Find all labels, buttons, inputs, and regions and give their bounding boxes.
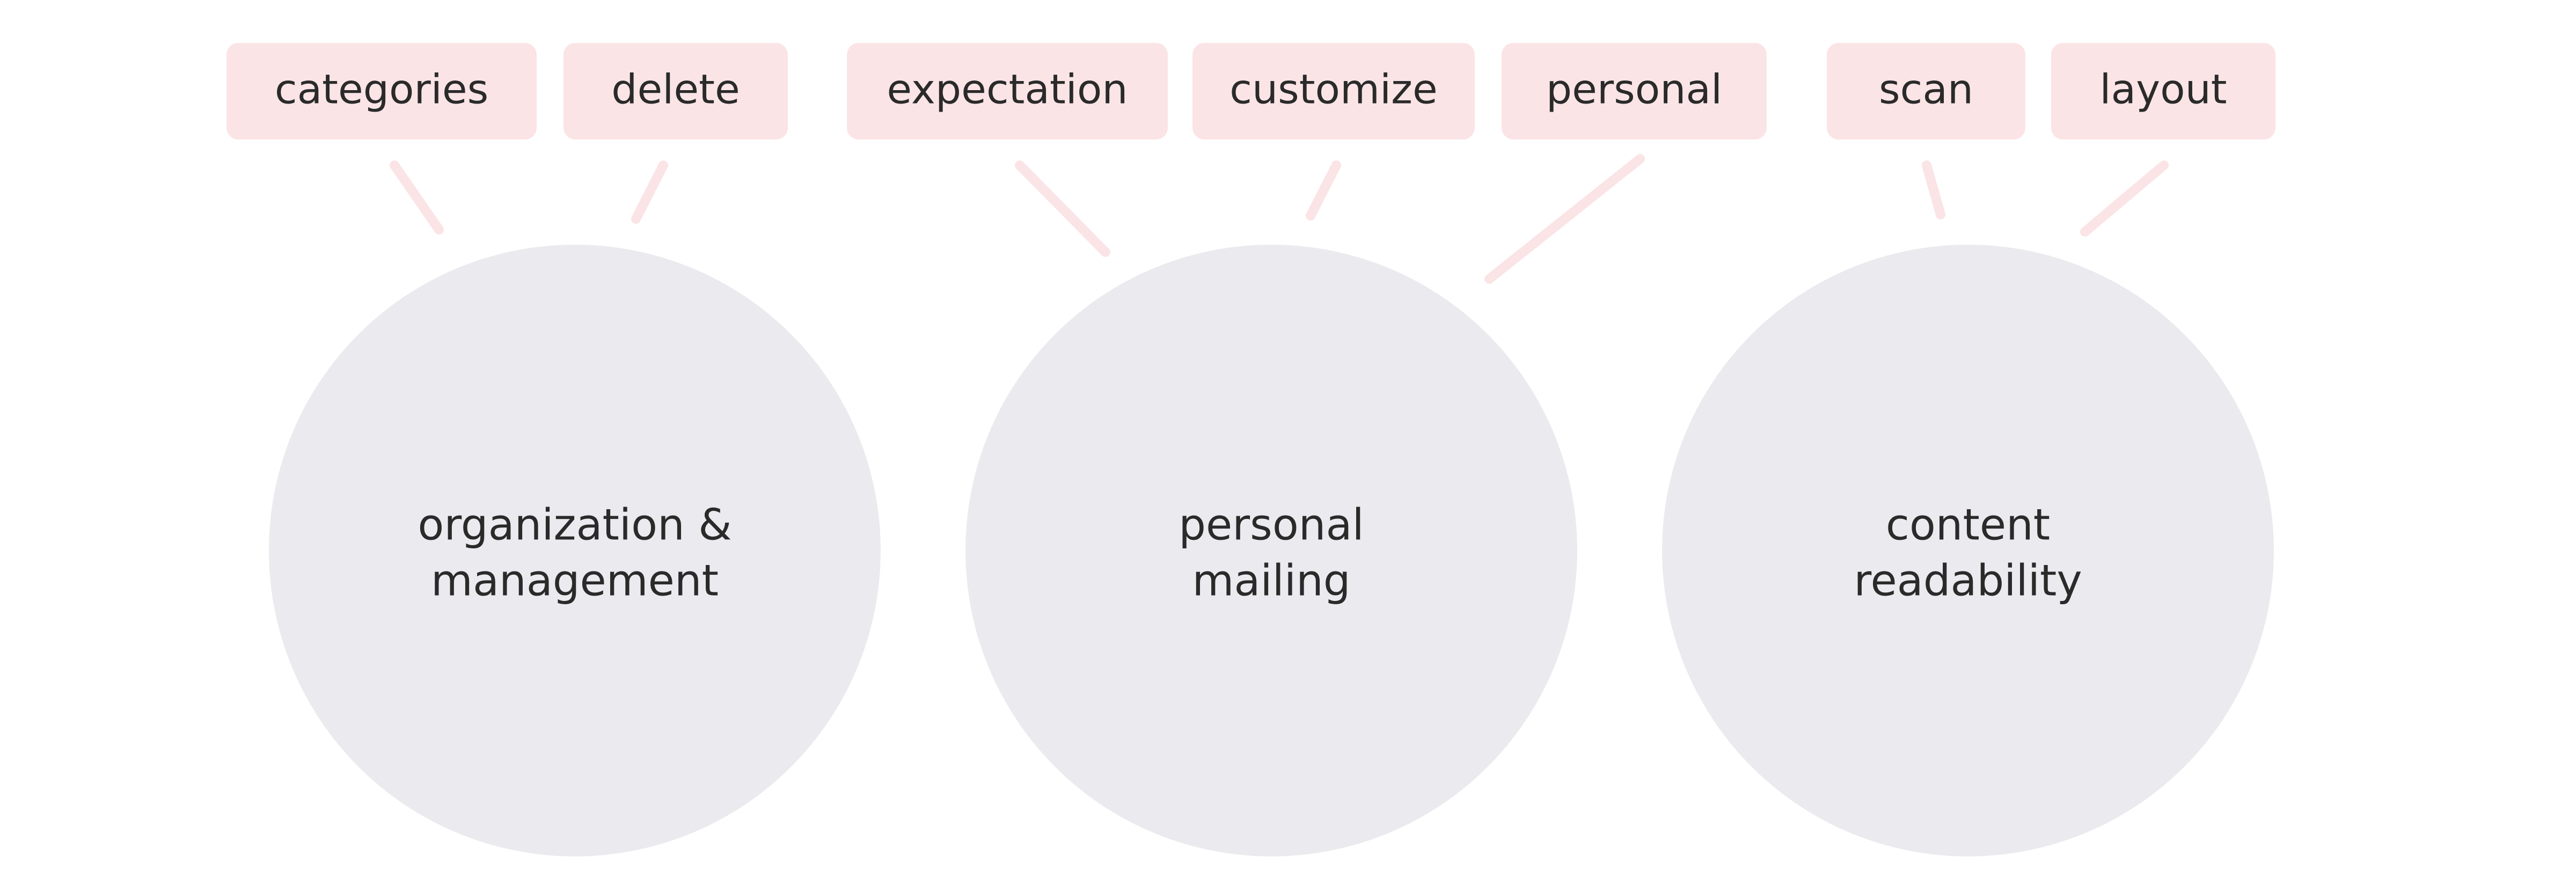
connector-scan — [1922, 160, 1945, 219]
topic-label-line-1: organization & — [418, 500, 731, 550]
tag-box — [1827, 43, 2025, 140]
topic-label-line-1: content — [1886, 500, 2050, 550]
connector-categories — [390, 160, 444, 234]
tag-delete: delete — [564, 43, 788, 140]
connector-expectation — [1015, 160, 1110, 257]
topic-label-line-2: mailing — [1192, 556, 1350, 606]
topic-label-line-2: readability — [1854, 556, 2082, 606]
tag-label: categories — [275, 65, 488, 113]
tag-box — [564, 43, 788, 140]
topic-personal-mailing: personal mailing — [965, 245, 1577, 856]
connector-delete — [631, 160, 668, 224]
tag-box — [847, 43, 1168, 140]
tag-expectation: expectation — [847, 43, 1168, 140]
topic-organization-management: organization & management — [269, 245, 881, 856]
topic-circle — [1662, 245, 2274, 856]
connector-personal — [1484, 154, 1645, 284]
topic-label-line-1: personal — [1179, 500, 1364, 550]
tag-box — [226, 43, 537, 140]
tag-layout: layout — [2051, 43, 2275, 140]
tag-box — [2051, 43, 2275, 140]
tag-customize: customize — [1192, 43, 1475, 140]
connector-customize — [1306, 160, 1341, 221]
tag-personal: personal — [1502, 43, 1767, 140]
tag-label: personal — [1546, 65, 1722, 113]
tag-box — [1502, 43, 1767, 140]
tag-box — [1192, 43, 1475, 140]
tag-label: expectation — [887, 65, 1128, 113]
connectors — [390, 154, 2169, 284]
topic-content-readability: content readability — [1662, 245, 2274, 856]
topic-circle — [269, 245, 881, 856]
tag-label: customize — [1230, 65, 1438, 113]
tag-label: layout — [2099, 65, 2227, 113]
connector-layout — [2080, 160, 2169, 237]
topic-label-line-2: management — [431, 556, 719, 606]
tag-scan: scan — [1827, 43, 2025, 140]
tag-categories: categories — [226, 43, 537, 140]
tag-label: scan — [1879, 65, 1973, 113]
topic-circle — [965, 245, 1577, 856]
tag-label: delete — [611, 65, 740, 113]
